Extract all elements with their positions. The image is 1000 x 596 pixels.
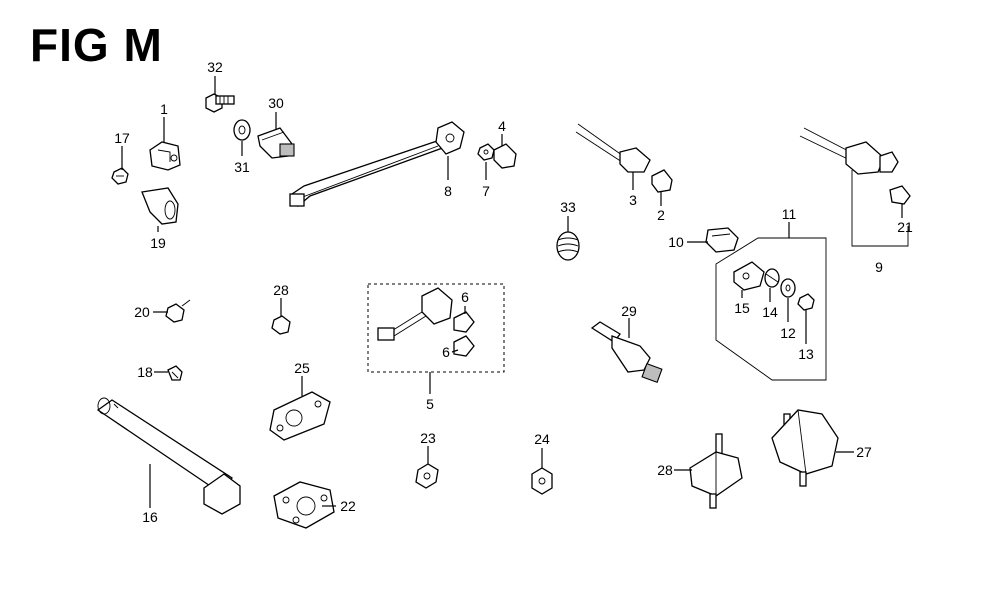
figure-title: FIG M bbox=[30, 19, 163, 71]
callout-16: 16 bbox=[142, 509, 158, 525]
callout-32: 32 bbox=[207, 59, 223, 75]
callout-17: 17 bbox=[114, 130, 130, 146]
callout-28-mount: 28 bbox=[657, 462, 673, 478]
washer-31-drawing bbox=[233, 119, 251, 141]
callout-9: 9 bbox=[875, 259, 883, 275]
callout-23: 23 bbox=[420, 430, 436, 446]
callout-20: 20 bbox=[134, 304, 150, 320]
nut-24-drawing bbox=[531, 467, 553, 495]
callout-15: 15 bbox=[734, 300, 750, 316]
callout-24: 24 bbox=[534, 431, 550, 447]
cap-4-drawing bbox=[493, 143, 517, 169]
callout-11: 11 bbox=[782, 206, 797, 222]
callout-28-nut: 28 bbox=[273, 282, 289, 298]
mount-27-drawing bbox=[771, 409, 839, 487]
callout-13: 13 bbox=[798, 346, 814, 362]
group-5-box bbox=[367, 283, 505, 373]
bracket-1-drawing bbox=[149, 141, 181, 171]
callout-3: 3 bbox=[629, 192, 637, 208]
spring-14-drawing bbox=[764, 268, 780, 288]
grommet-19-drawing bbox=[141, 187, 179, 225]
callout-1: 1 bbox=[160, 101, 168, 117]
tube-16-drawing bbox=[96, 397, 241, 515]
washer-12-drawing bbox=[780, 278, 796, 298]
callout-33: 33 bbox=[560, 199, 576, 215]
callout-19: 19 bbox=[150, 235, 166, 251]
spark-plug-29-drawing bbox=[590, 321, 663, 384]
callout-25: 25 bbox=[294, 360, 310, 376]
callout-18: 18 bbox=[137, 364, 153, 380]
callout-12: 12 bbox=[780, 325, 796, 341]
callout-6-upper: 6 bbox=[461, 289, 469, 305]
bolt-32-drawing bbox=[205, 93, 235, 113]
bolt-20-drawing bbox=[165, 299, 191, 323]
harness-8-drawing bbox=[289, 121, 465, 208]
sensor-30-drawing bbox=[257, 127, 295, 159]
group-11-box bbox=[715, 237, 827, 381]
callout-7: 7 bbox=[482, 183, 490, 199]
callout-6-lower: 6 bbox=[442, 344, 450, 360]
callout-29: 29 bbox=[621, 303, 637, 319]
screw-17-drawing bbox=[111, 167, 129, 185]
callout-21: 21 bbox=[897, 219, 913, 235]
coil-33-drawing bbox=[556, 231, 580, 261]
callout-14: 14 bbox=[762, 304, 778, 320]
callout-27: 27 bbox=[856, 444, 872, 460]
nut-13-drawing bbox=[797, 293, 815, 311]
callout-22: 22 bbox=[340, 498, 356, 514]
callout-10: 10 bbox=[668, 234, 684, 250]
gasket-25-drawing bbox=[269, 391, 331, 441]
callout-2: 2 bbox=[657, 207, 665, 223]
nut-7-drawing bbox=[477, 143, 495, 161]
nut-28a-drawing bbox=[271, 315, 291, 335]
callout-4: 4 bbox=[498, 118, 506, 134]
leader-lines bbox=[121, 76, 903, 508]
clip-21-drawing bbox=[889, 185, 911, 205]
callout-8: 8 bbox=[444, 183, 452, 199]
switch-10-drawing bbox=[705, 227, 739, 253]
cable-9-drawing bbox=[799, 127, 909, 247]
callout-30: 30 bbox=[268, 95, 284, 111]
mount-28b-drawing bbox=[689, 433, 743, 509]
screw-18-drawing bbox=[167, 365, 183, 381]
lever-15-drawing bbox=[733, 261, 765, 291]
callout-31: 31 bbox=[234, 159, 250, 175]
nut-23-drawing bbox=[415, 463, 439, 489]
rubber-2-drawing bbox=[651, 169, 673, 193]
flange-22-drawing bbox=[273, 481, 335, 529]
cable-3-drawing bbox=[575, 123, 651, 173]
callout-5: 5 bbox=[426, 396, 434, 412]
